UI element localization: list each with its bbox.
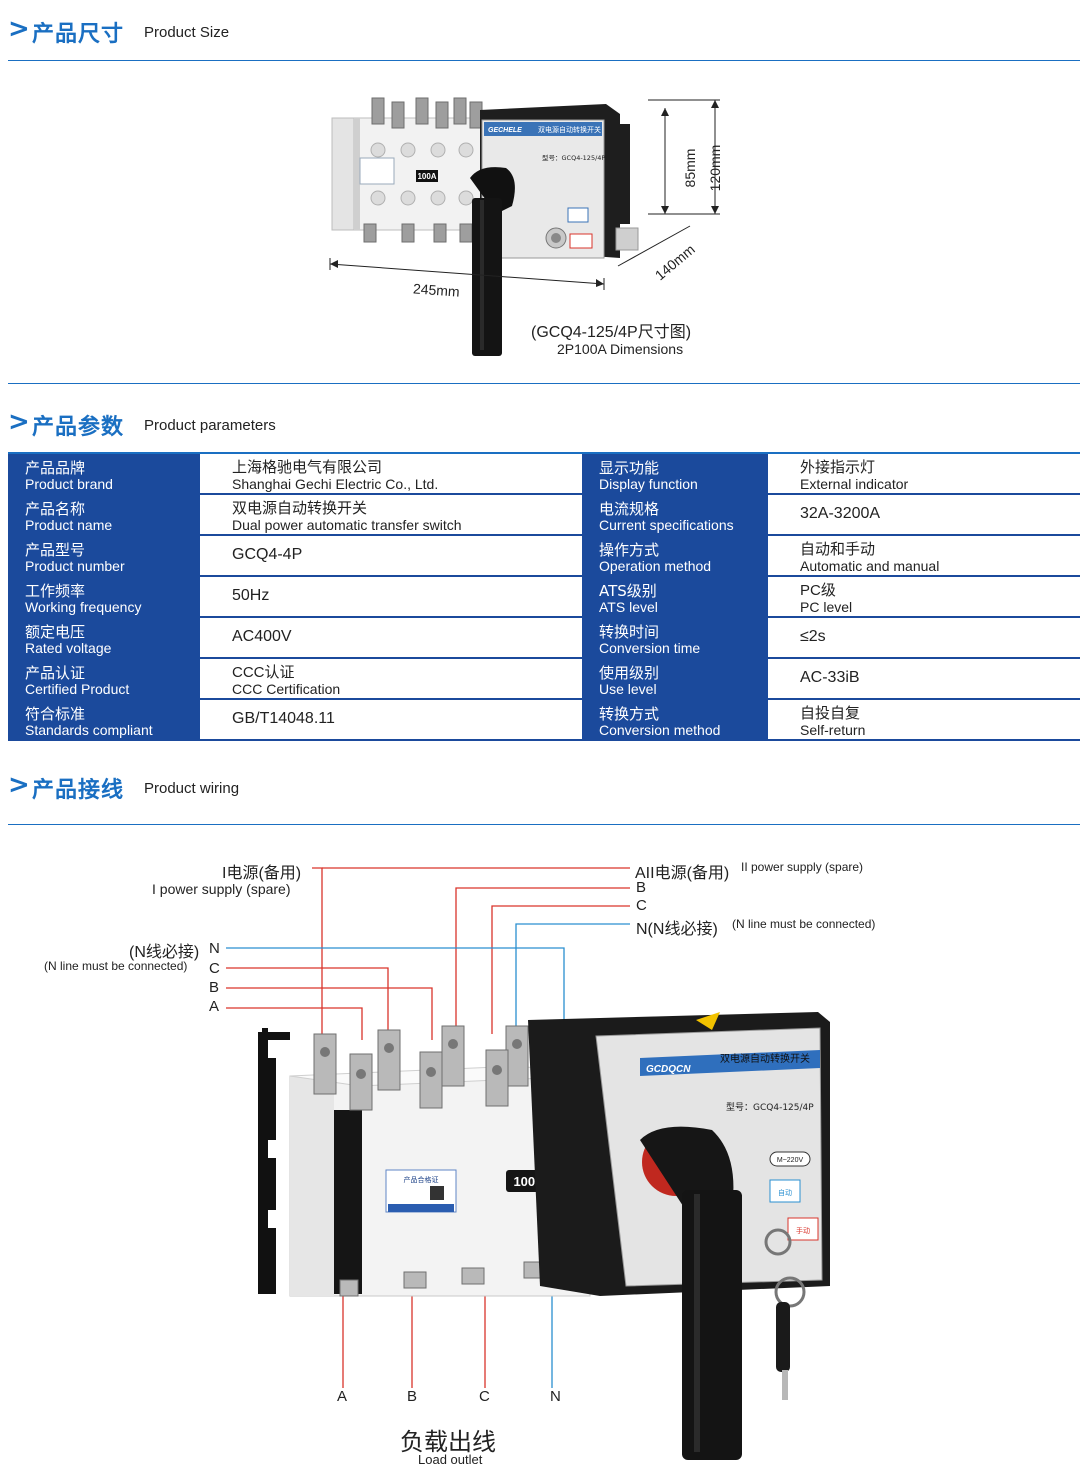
chevron-right-icon: >: [8, 770, 30, 800]
depth-label: 140mm: [652, 241, 698, 283]
row-divider: [8, 575, 1080, 577]
right-n-label: N(N线必接): [636, 921, 718, 938]
row-divider: [8, 657, 1080, 659]
dimension-caption-cn: (GCQ4-125/4P尺寸图): [531, 324, 692, 341]
device-brand: GCDQCN: [646, 1064, 691, 1075]
section-header-params: > 产品参数 Product parameters: [8, 407, 1080, 447]
right-phase-c: C: [636, 897, 647, 914]
bottom-phase-n: N: [550, 1388, 561, 1405]
bottom-phase-a: A: [337, 1388, 348, 1405]
right-supply-label: AII电源(备用): [635, 865, 730, 882]
left-n-en-label: (N line must be connected): [44, 959, 188, 973]
param-value: AC400V: [200, 618, 580, 657]
section-title-en: Product wiring: [144, 780, 240, 797]
load-outlet-en-label: Load outlet: [418, 1452, 483, 1467]
row-divider: [8, 534, 1080, 536]
section-title-en: Product Size: [144, 24, 230, 41]
rating-label: 100A: [417, 172, 436, 181]
cert-label: 产品合格证: [404, 1175, 439, 1184]
left-supply-en-label: I power supply (spare): [152, 881, 291, 897]
param-value: ≤2s: [768, 618, 1080, 657]
height-outer-label: 120mm: [707, 145, 723, 192]
dimension-caption-en: 2P100A Dimensions: [557, 341, 684, 357]
width-label: 245mm: [413, 280, 461, 299]
param-value: 32A-3200A: [768, 495, 1080, 534]
section-title-cn: 产品尺寸: [32, 22, 125, 47]
divider: [8, 383, 1080, 384]
row-divider: [8, 493, 1080, 495]
divider: [8, 824, 1080, 825]
auto-indicator: 自动: [778, 1188, 792, 1197]
param-value: GCQ4-4P: [200, 536, 580, 575]
device-title: 双电源自动转换开关: [720, 1052, 810, 1065]
row-divider: [8, 698, 1080, 700]
row-divider: [8, 739, 1080, 741]
section-title-en: Product parameters: [144, 417, 276, 434]
left-supply-label: I电源(备用): [222, 865, 302, 882]
chevron-right-icon: >: [8, 407, 30, 437]
right-phase-b: B: [636, 879, 647, 896]
bottom-phase-b: B: [407, 1388, 418, 1405]
param-value: GB/T14048.11: [200, 700, 580, 739]
bottom-phase-c: C: [479, 1388, 490, 1405]
voltage-label: M~220V: [777, 1157, 804, 1164]
left-n-label: (N线必接): [129, 944, 200, 961]
left-phase-a: A: [209, 998, 220, 1015]
divider: [8, 452, 1080, 454]
param-value: AC-33iB: [768, 659, 1080, 698]
section-header-size: > 产品尺寸 Product Size: [8, 14, 1080, 54]
row-divider: [8, 616, 1080, 618]
device-title: 双电源自动转换开关: [538, 125, 601, 134]
wiring-diagram: 产品合格证 100A GCDQCN 双电源自动转换开关 型号：GCQ4-125/…: [226, 867, 830, 1460]
right-n-en-label: (N line must be connected): [732, 917, 876, 931]
manual-indicator: 手动: [796, 1226, 810, 1235]
param-value: 50Hz: [200, 577, 580, 616]
section-title-cn: 产品接线: [32, 778, 125, 803]
left-phase-b: B: [209, 979, 220, 996]
divider: [8, 60, 1080, 61]
right-supply-en-label: II power supply (spare): [741, 860, 864, 874]
section-title-cn: 产品参数: [32, 415, 125, 440]
load-outlet-label: 负载出线: [400, 1429, 496, 1456]
device-model: 型号：GCQ4-125/4P: [726, 1102, 814, 1113]
device-brand: GECHELE: [488, 127, 522, 134]
left-phase-n: N: [209, 940, 220, 957]
left-phase-c: C: [209, 960, 220, 977]
chevron-right-icon: >: [8, 14, 30, 44]
section-header-wiring: > 产品接线 Product wiring: [8, 770, 1080, 810]
product-dimension-image: 100A GECHELE 双电源自动转换开关 型号：GCQ4-125/4P 85…: [329, 97, 723, 356]
height-inner-label: 85mm: [682, 149, 698, 188]
device-model: 型号：GCQ4-125/4P: [542, 153, 605, 162]
